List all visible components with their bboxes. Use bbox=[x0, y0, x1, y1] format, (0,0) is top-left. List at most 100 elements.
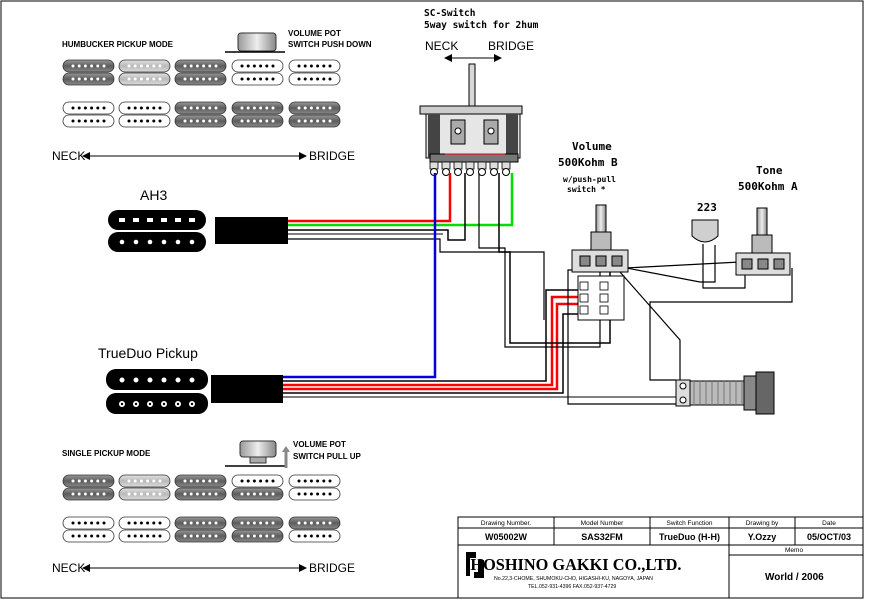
single-mode-legend: SINGLE PICKUP MODE VOLUME POT SWITCH PUL… bbox=[52, 440, 362, 575]
legend-coil-icon bbox=[118, 487, 171, 501]
bridge-pickup-name: AH3 bbox=[140, 187, 167, 203]
title-block-value: SAS32FM bbox=[581, 532, 623, 542]
title-block-value: Y.Ozzy bbox=[748, 532, 777, 542]
tone-value: 500Kohm A bbox=[738, 180, 798, 193]
neck-pickup-name: TrueDuo Pickup bbox=[98, 345, 198, 361]
humbucker-coil-grid bbox=[62, 59, 341, 128]
memo-value: World / 2006 bbox=[765, 572, 824, 583]
single-pot-label-1: VOLUME POT bbox=[293, 440, 346, 449]
legend-coil-icon bbox=[174, 114, 227, 128]
title-block-value: W05002W bbox=[485, 532, 528, 542]
title-block-header: Drawing Number. bbox=[481, 520, 531, 527]
single-coil-grid bbox=[62, 474, 341, 543]
volume-note-2: switch * bbox=[567, 184, 606, 194]
tone-title: Tone bbox=[756, 164, 783, 177]
legend-coil-icon bbox=[231, 474, 284, 488]
capacitor-icon bbox=[691, 219, 719, 243]
title-block-value: TrueDuo (H-H) bbox=[659, 532, 720, 542]
legend-coil-icon bbox=[62, 59, 115, 73]
legend-coil-icon bbox=[288, 516, 341, 530]
switch-title: SC-Switch bbox=[424, 8, 475, 19]
legend-coil-icon bbox=[62, 529, 115, 543]
legend-coil-icon bbox=[231, 101, 284, 115]
title-block-header: Switch Function bbox=[667, 520, 713, 527]
legend-coil-icon bbox=[288, 59, 341, 73]
capacitor-label: 223 bbox=[697, 201, 717, 214]
legend-coil-icon bbox=[174, 101, 227, 115]
title-block-header: Model Number bbox=[581, 520, 624, 527]
sc-switch: SC-Switch 5way switch for 2hum NECK BRID… bbox=[419, 8, 539, 176]
volume-pot: Volume 500Kohm B w/push-pull switch * bbox=[558, 140, 629, 321]
bridge-pickup-cable bbox=[215, 217, 288, 244]
pull-up-knob-icon bbox=[239, 440, 277, 458]
volume-shaft-icon bbox=[595, 204, 607, 234]
neck-pickup-cable bbox=[211, 375, 283, 403]
legend-coil-icon bbox=[231, 114, 284, 128]
humbucker-mode-title: HUMBUCKER PICKUP MODE bbox=[62, 40, 174, 49]
tone-pot: Tone 500Kohm A bbox=[735, 164, 798, 276]
legend-coil-icon bbox=[118, 101, 171, 115]
volume-note-1: w/push-pull bbox=[563, 175, 616, 184]
legend-coil-icon bbox=[231, 487, 284, 501]
volume-title: Volume bbox=[572, 140, 612, 153]
legend-coil-icon bbox=[118, 72, 171, 86]
title-block: Drawing Number. Model Number Switch Functi… bbox=[457, 516, 864, 599]
humbucker-pot-label-2: SWITCH PUSH DOWN bbox=[288, 40, 372, 49]
bridge-pickup-coil bbox=[108, 210, 206, 230]
title-block-value: 05/OCT/03 bbox=[807, 532, 851, 542]
cap-ground-wire bbox=[702, 244, 746, 289]
legend-coil-icon bbox=[118, 59, 171, 73]
legend-coil-icon bbox=[62, 114, 115, 128]
legend-coil-icon bbox=[288, 487, 341, 501]
humbucker-mode-legend: HUMBUCKER PICKUP MODE VOLUME POT SWITCH … bbox=[52, 29, 372, 163]
trueduo-black-wire bbox=[283, 289, 578, 382]
single-neck-label: NECK bbox=[52, 561, 85, 575]
legend-coil-icon bbox=[62, 72, 115, 86]
legend-coil-icon bbox=[288, 529, 341, 543]
legend-coil-icon bbox=[231, 516, 284, 530]
legend-coil-icon bbox=[288, 72, 341, 86]
volume-value: 500Kohm B bbox=[558, 156, 618, 169]
legend-coil-icon bbox=[174, 59, 227, 73]
pot-ground-wire bbox=[624, 261, 741, 269]
legend-coil-icon bbox=[174, 529, 227, 543]
neck-pickup-coil bbox=[106, 369, 208, 390]
legend-coil-icon bbox=[231, 59, 284, 73]
legend-coil-icon bbox=[174, 474, 227, 488]
ah3-green-wire bbox=[288, 173, 514, 227]
switch-lever-icon bbox=[468, 63, 476, 109]
legend-coil-icon bbox=[118, 114, 171, 128]
capacitor: 223 bbox=[691, 201, 719, 243]
single-bridge-label: BRIDGE bbox=[309, 561, 355, 575]
single-pot-label-2: SWITCH PULL UP bbox=[293, 452, 362, 461]
legend-coil-icon bbox=[231, 72, 284, 86]
legend-coil-icon bbox=[231, 529, 284, 543]
switch-bridge-label: BRIDGE bbox=[488, 39, 534, 53]
legend-coil-icon bbox=[62, 516, 115, 530]
legend-coil-icon bbox=[62, 101, 115, 115]
company-address: No.22,3-CHOME, SHUMOKU-CHO, HIGASHI-KU, … bbox=[494, 576, 653, 582]
legend-coil-icon bbox=[288, 101, 341, 115]
switch-output-wire bbox=[498, 173, 611, 344]
memo-label: Memo bbox=[785, 547, 803, 554]
wires bbox=[283, 173, 793, 405]
ah3-bare-wire bbox=[288, 238, 545, 320]
legend-coil-icon bbox=[118, 516, 171, 530]
legend-coil-icon bbox=[288, 114, 341, 128]
single-mode-title: SINGLE PICKUP MODE bbox=[62, 449, 151, 458]
trueduo-ground-wire bbox=[283, 313, 578, 394]
switch-hot-wire bbox=[478, 173, 601, 348]
switch-neck-label: NECK bbox=[425, 39, 458, 53]
company-contact: TEL.052-931-4396 FAX.052-937-4729 bbox=[528, 584, 616, 590]
tone-ground-wire bbox=[649, 268, 793, 381]
humbucker-bridge-label: BRIDGE bbox=[309, 149, 355, 163]
push-down-knob-icon bbox=[237, 32, 277, 52]
hoshino-logo-icon bbox=[463, 550, 485, 580]
humbucker-pot-label-1: VOLUME POT bbox=[288, 29, 341, 38]
switch-body bbox=[425, 113, 521, 159]
neck-pickup-trueduo: TrueDuo Pickup bbox=[98, 345, 283, 414]
tone-shaft-icon bbox=[756, 207, 768, 237]
legend-coil-icon bbox=[62, 487, 115, 501]
bridge-pickup-coil bbox=[108, 232, 206, 252]
